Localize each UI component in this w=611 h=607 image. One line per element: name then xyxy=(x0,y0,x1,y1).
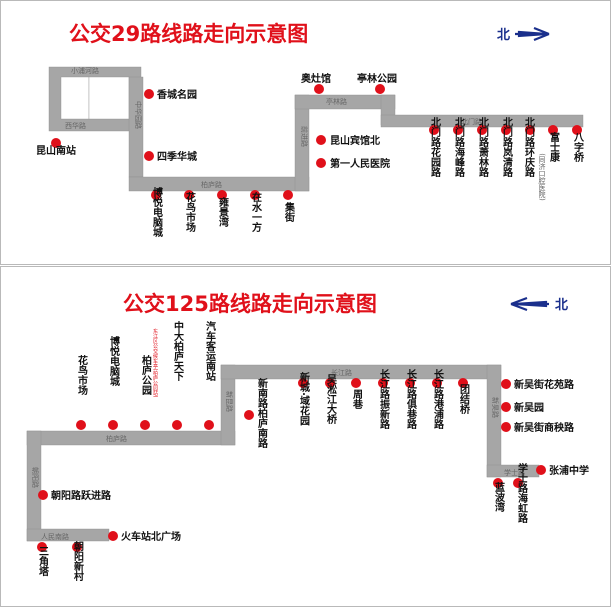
station-label: 博悦电脑城 xyxy=(151,186,163,238)
route-29-title: 公交29路线路走向示意图 xyxy=(69,22,308,46)
svg-text:学士路: 学士路 xyxy=(504,468,525,477)
station-label: 张浦中学 xyxy=(549,464,589,477)
svg-text:朝阳路: 朝阳路 xyxy=(31,467,40,488)
route-125-baiheng-stations: 花鸟市场 博悦电脑城 柏庐公园 东江区公交候车亭(柏庐公园站) 中大柏庐天下 汽… xyxy=(76,320,268,449)
route-125-roads xyxy=(26,364,540,542)
route-125-map: 公交125路线路走向示意图 北 柏庐路 长江路 新昆路 朝阳路 人民南路 新昊路… xyxy=(0,266,611,607)
station-label: 博悦电脑城 xyxy=(108,335,120,387)
svg-text:新昊路: 新昊路 xyxy=(491,397,500,418)
station-label: 香城名园 xyxy=(157,88,197,101)
svg-text:西华路: 西华路 xyxy=(65,121,86,130)
station-label: 长江路港浦路 xyxy=(432,368,444,430)
north-arrow-icon xyxy=(510,296,549,312)
svg-text:中华园路: 中华园路 xyxy=(134,101,143,129)
route-125-north-label: 北 xyxy=(555,298,568,313)
station-label: 四季华城 xyxy=(157,150,197,163)
station-label: 蓝波湾 xyxy=(493,481,505,513)
svg-text:北门路: 北门路 xyxy=(461,117,482,126)
route-29-map: 公交29路线路走向示意图 北 小浦河路 西华路 中华园路 柏庐路 亭林路 北门路… xyxy=(0,0,611,265)
station-label: 昆山宾馆北 xyxy=(330,134,380,147)
station-note: (同济口腔医院) xyxy=(538,153,546,201)
route-29-road-labels: 小浦河路 西华路 中华园路 柏庐路 亭林路 北门路 前进路 xyxy=(65,66,482,189)
station-label: 吴淞江大桥 xyxy=(325,374,337,425)
svg-text:亭林路: 亭林路 xyxy=(326,97,347,106)
route-29-beimen-stations: 北门路花园路 北门路海峰路 北门路萧林路 北门路岚清路 北门路环庆路 (同济口腔… xyxy=(429,116,585,201)
svg-text:新昆路: 新昆路 xyxy=(225,391,234,412)
station-label: 中大柏庐天下 xyxy=(172,320,184,382)
svg-text:前进路: 前进路 xyxy=(300,126,309,147)
station-label: 花鸟市场 xyxy=(76,354,88,396)
station-label: 集街 xyxy=(283,201,296,223)
station-label: 奥灶馆 xyxy=(301,72,331,85)
station-label: 新吴园 xyxy=(514,401,544,414)
svg-text:柏庐路: 柏庐路 xyxy=(201,180,222,189)
station-label: 新城·域花园 xyxy=(298,371,310,427)
station-label: 第一人民医院 xyxy=(330,157,390,170)
station-label: 北门路海峰路 xyxy=(453,116,465,178)
station-label: 亭林公园 xyxy=(357,72,397,85)
station-label: 火车站北广场 xyxy=(121,530,181,543)
station-label: 北门路岚清路 xyxy=(501,116,513,178)
station-label: 北门路萧林路 xyxy=(477,116,489,178)
station-label: 朝阳路跃进路 xyxy=(51,489,112,502)
station-label: 朝阳新村 xyxy=(72,540,84,582)
route-125-road-labels: 柏庐路 长江路 新昆路 朝阳路 人民南路 新昊路 学士路 xyxy=(31,368,525,541)
station-label: 长江路俱巷路 xyxy=(405,368,418,430)
station-label: 汽车客运南站 xyxy=(204,320,217,382)
station-label: 北门路花园路 xyxy=(429,116,441,178)
route-29-diagram: 公交29路线路走向示意图 北 小浦河路 西华路 中华园路 柏庐路 亭林路 北门路… xyxy=(36,22,585,238)
route-125-west-stations: 朝阳路跃进路 火车站北广场 三角塔 朝阳新村 xyxy=(37,489,182,582)
station-label: 昆山南站 xyxy=(36,144,76,157)
north-arrow-icon xyxy=(515,26,550,42)
route-29-roads xyxy=(48,66,584,192)
station-label: 富士康 xyxy=(548,131,560,163)
route-29-north-label: 北 xyxy=(497,28,510,43)
station-label: 三角塔 xyxy=(37,546,49,577)
station-marker xyxy=(144,89,154,99)
station-label: 花鸟市场 xyxy=(184,191,196,233)
station-marker xyxy=(144,151,154,161)
station-label: 团结桥 xyxy=(458,384,470,415)
svg-text:小浦河路: 小浦河路 xyxy=(71,66,99,75)
route-125-title: 公交125路线路走向示意图 xyxy=(123,292,377,316)
station-marker xyxy=(51,138,61,148)
station-note: 东江区公交候车亭(柏庐公园站) xyxy=(152,328,158,398)
station-label: 柏庐公园 xyxy=(140,354,152,396)
svg-text:长江路: 长江路 xyxy=(331,368,352,377)
svg-text:人民南路: 人民南路 xyxy=(41,532,69,541)
route-125-xinwu-stations: 新吴街花苑路 新吴园 新吴街商秧路 张浦中学 蓝波湾 学士路海虹路 xyxy=(493,378,590,524)
station-label: 在水一方 xyxy=(250,191,263,233)
route-125-diagram: 公交125路线路走向示意图 北 柏庐路 长江路 新昆路 朝阳路 人民南路 新昊路… xyxy=(26,292,590,582)
station-label: 新吴街商秧路 xyxy=(514,421,575,434)
route-125-changjiang-stations: 新城·域花园 吴淞江大桥 周巷 长江路振新路 长江路俱巷路 长江路港浦路 团结桥 xyxy=(298,368,470,430)
route-29-bottom-stations: 博悦电脑城 花鸟市场 雍景湾 在水一方 集街 xyxy=(151,186,296,238)
station-label: 雍景湾 xyxy=(217,196,229,228)
station-label: 八字桥 xyxy=(572,132,585,163)
station-label: 新南路柏庐南路 xyxy=(256,377,268,449)
station-label: 学士路海虹路 xyxy=(516,462,528,524)
station-label: 新吴街花苑路 xyxy=(514,378,575,391)
station-label: 周巷 xyxy=(351,389,364,409)
station-label: 北门路环庆路 xyxy=(523,116,536,178)
route-29-side-stations: 昆山宾馆北 第一人民医院 奥灶馆 亭林公园 xyxy=(301,72,397,170)
station-label: 长江路振新路 xyxy=(378,368,390,430)
svg-text:柏庐路: 柏庐路 xyxy=(106,434,127,443)
route-29-stations: 昆山南站 香城名园 四季华城 xyxy=(36,88,197,163)
